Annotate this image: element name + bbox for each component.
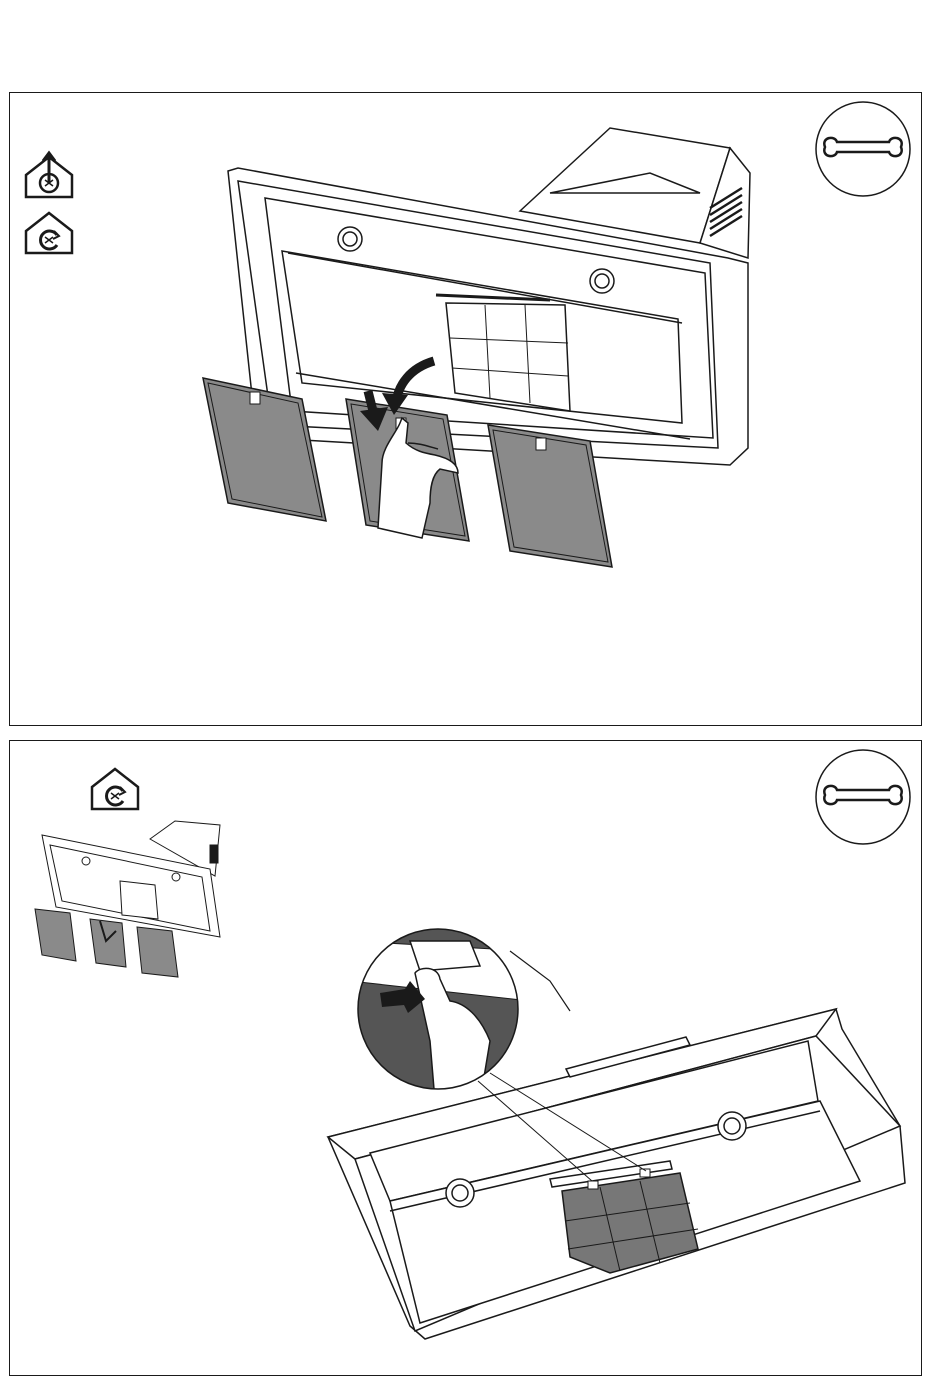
- ducted-mode-house-icon: [26, 153, 72, 197]
- wrench-icon: [816, 102, 910, 196]
- carbon-filter-illustration: [10, 741, 923, 1377]
- zoom-detail-circle: [350, 921, 570, 1101]
- recirculation-mode-house-icon: [26, 213, 72, 253]
- grease-filter-illustration: [10, 93, 923, 727]
- recirculation-mode-house-icon: [92, 769, 138, 809]
- instruction-panel-grease-filters: [9, 92, 922, 726]
- thumbnail-hood: [35, 821, 220, 977]
- wrench-icon: [816, 750, 910, 844]
- instruction-panel-carbon-filter: [9, 740, 922, 1376]
